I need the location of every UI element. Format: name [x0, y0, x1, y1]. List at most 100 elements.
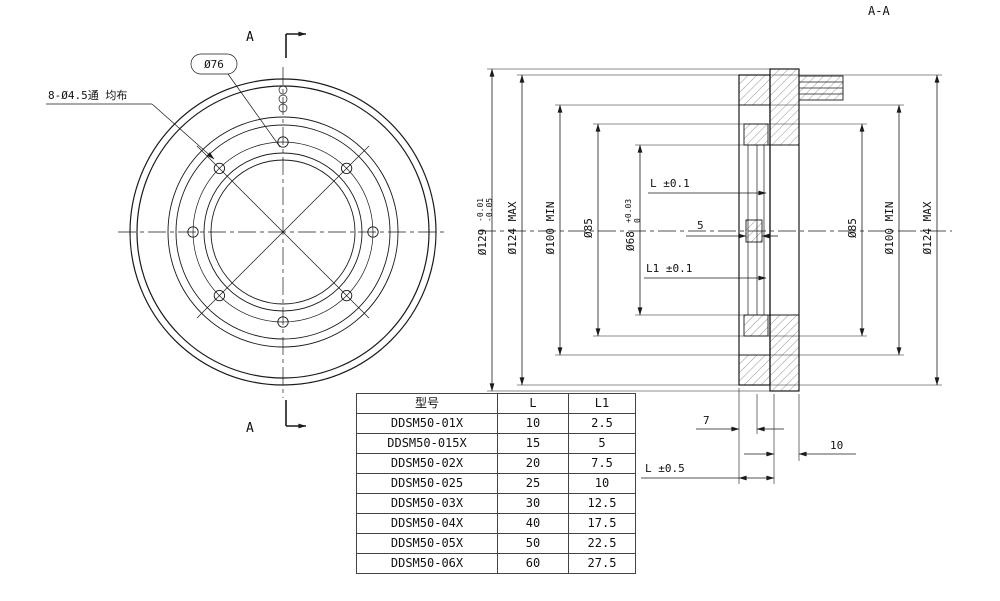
dim-L1-label: L1 ±0.1	[646, 262, 692, 275]
mid-step-circle	[175, 124, 391, 340]
bore-circle	[203, 152, 363, 312]
dim-gap-label: 5	[697, 219, 704, 232]
holes-note: 8-Ø4.5通 均布	[46, 89, 215, 160]
svg-text:Ø68: Ø68	[624, 231, 637, 251]
diagonal-line	[196, 145, 370, 319]
table-cell: 25	[497, 473, 569, 494]
holes-note-leader	[151, 103, 215, 160]
col-header-L1: L1	[568, 393, 636, 414]
small-hole	[278, 85, 288, 95]
bolt-hole	[367, 226, 379, 238]
table-cell: 12.5	[568, 493, 636, 514]
bolt-circle	[192, 141, 374, 323]
table-cell: 7.5	[568, 453, 636, 474]
svg-text:Ø85: Ø85	[582, 218, 595, 238]
hatch-region	[743, 123, 769, 146]
bolt-hole	[277, 136, 289, 148]
svg-text:+0.03: +0.03	[624, 199, 633, 223]
section-label-top: A	[246, 30, 254, 45]
table-cell: 10	[568, 473, 636, 494]
dim-L-mount: L ±0.5	[641, 462, 775, 481]
section-view: A-A	[476, 4, 952, 484]
bore-step-circle	[210, 159, 356, 305]
table-cell: 27.5	[568, 553, 636, 574]
hatch-region	[769, 68, 800, 146]
svg-text:Ø124 MAX: Ø124 MAX	[506, 201, 519, 254]
section-cut-bottom: A	[246, 400, 307, 436]
front-view: A A Ø76 8-Ø4.5通 均布	[46, 30, 448, 436]
table-cell: DDSM50-015X	[356, 433, 498, 454]
table-cell: 22.5	[568, 533, 636, 554]
dim-L1: L1 ±0.1	[644, 262, 767, 281]
hatch-region	[738, 354, 771, 386]
spec-table-header-row: 型号 L L1	[356, 393, 636, 414]
table-cell: 2.5	[568, 413, 636, 434]
col-header-model: 型号	[356, 393, 498, 414]
svg-text:Ø129: Ø129	[476, 229, 489, 256]
table-cell: DDSM50-04X	[356, 513, 498, 534]
table-cell: DDSM50-025	[356, 473, 498, 494]
bolt-circle-balloon: Ø76	[190, 53, 281, 148]
table-cell: DDSM50-02X	[356, 453, 498, 474]
section-cut-top: A	[246, 30, 307, 58]
hatch-region	[738, 74, 771, 106]
dimension-lines	[489, 68, 940, 392]
hatch-region	[745, 219, 763, 243]
dim-label-129: Ø129 -0.01 -0.05	[476, 198, 494, 256]
extension-lines	[487, 68, 942, 392]
dim-gap-5: 5	[686, 219, 778, 239]
dim-L: L ±0.1	[648, 177, 767, 196]
table-cell: 10	[497, 413, 569, 434]
holes-note-label: 8-Ø4.5通 均布	[48, 89, 127, 102]
table-cell: 60	[497, 553, 569, 574]
dim-7: 7	[696, 388, 784, 484]
table-cell: DDSM50-03X	[356, 493, 498, 514]
table-cell: DDSM50-01X	[356, 413, 498, 434]
bolt-hole	[187, 226, 199, 238]
outer-diameter-circle	[129, 78, 437, 386]
table-cell: 15	[497, 433, 569, 454]
section-label-bottom: A	[246, 421, 254, 436]
table-cell: 20	[497, 453, 569, 474]
table-cell: 40	[497, 513, 569, 534]
svg-text:0: 0	[633, 218, 642, 223]
table-cell: DDSM50-05X	[356, 533, 498, 554]
dim-10: 10	[744, 394, 856, 484]
dim-10-label: 10	[830, 439, 843, 452]
bolt-hole	[277, 316, 289, 328]
svg-text:Ø100 MIN: Ø100 MIN	[544, 202, 557, 255]
dim-label-124-right: Ø124 MAX	[921, 201, 934, 254]
section-view-title: A-A	[868, 4, 890, 18]
table-cell: 30	[497, 493, 569, 514]
dim-label-68: Ø68 +0.03 0	[624, 199, 642, 251]
bolt-circle-dim-label: Ø76	[204, 58, 224, 71]
bolt-hole	[340, 162, 353, 175]
svg-text:Ø124 MAX: Ø124 MAX	[921, 201, 934, 254]
dim-7-label: 7	[703, 414, 710, 427]
dim-L-label: L ±0.1	[650, 177, 690, 190]
table-cell: DDSM50-06X	[356, 553, 498, 574]
svg-text:Ø100 MIN: Ø100 MIN	[883, 202, 896, 255]
dim-L-mount-label: L ±0.5	[645, 462, 685, 475]
dim-label-124-left: Ø124 MAX	[506, 201, 519, 254]
hatch-region	[769, 314, 800, 392]
table-cell: 17.5	[568, 513, 636, 534]
hatch-region	[743, 314, 769, 337]
svg-text:Ø85: Ø85	[846, 218, 859, 238]
table-cell: 50	[497, 533, 569, 554]
dim-label-100-right: Ø100 MIN	[883, 202, 896, 255]
dim-label-100-left: Ø100 MIN	[544, 202, 557, 255]
mid-circle	[167, 116, 399, 348]
bolt-hole	[213, 289, 226, 302]
